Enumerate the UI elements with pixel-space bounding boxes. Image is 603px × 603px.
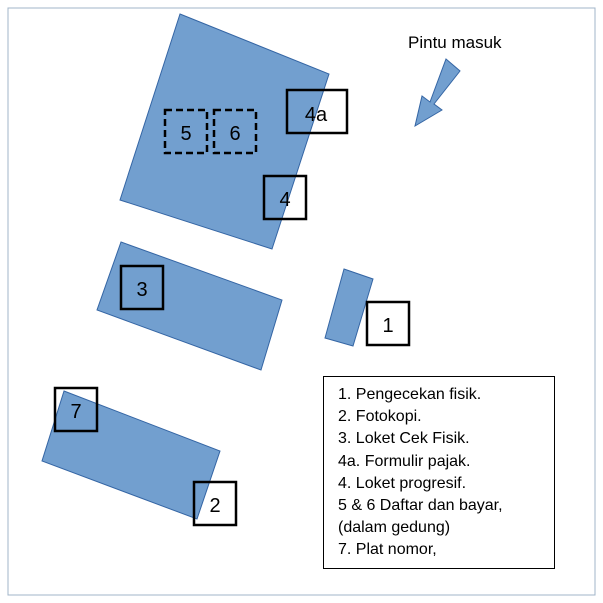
building-cek-fisik (96, 241, 283, 371)
legend-item: (dalam gedung) (338, 519, 451, 537)
marker-5-label: 5 (180, 123, 191, 145)
marker-1: 1 (365, 300, 411, 347)
marker-4a: 4a (285, 88, 349, 135)
marker-3: 3 (119, 264, 165, 311)
legend-item: 4a. Formulir pajak. (338, 452, 471, 470)
legend-item: 2. Fotokopi. (338, 408, 422, 426)
marker-4: 4 (262, 174, 308, 221)
marker-6-label: 6 (229, 123, 240, 145)
main-building (119, 13, 330, 250)
legend-item: 7. Plat nomor, (338, 541, 437, 559)
map-frame (7, 7, 596, 596)
marker-5: 5 (163, 108, 209, 155)
legend-item: 4. Loket progresif. (338, 474, 467, 492)
legend-box: 1. Pengecekan fisik. 2. Fotokopi. 3. Lok… (323, 376, 555, 569)
legend-item: 1. Pengecekan fisik. (338, 386, 482, 403)
marker-2: 2 (192, 480, 238, 527)
marker-1-label: 1 (382, 315, 393, 337)
arrow-down-left-icon (414, 58, 461, 128)
legend-item: 3. Loket Cek Fisik. (338, 430, 470, 448)
marker-7: 7 (53, 386, 99, 433)
marker-6: 6 (212, 108, 258, 155)
marker-4-label: 4 (279, 189, 290, 211)
entrance-label: Pintu masuk (408, 33, 502, 52)
legend-item: 5 & 6 Daftar dan bayar, (338, 497, 503, 515)
marker-2-label: 2 (209, 495, 220, 517)
marker-3-label: 3 (136, 279, 147, 301)
marker-4a-label: 4a (305, 104, 328, 126)
building-pengecekan-fisik (324, 268, 374, 347)
marker-7-label: 7 (70, 401, 81, 423)
building-plat-nomor (41, 390, 221, 520)
